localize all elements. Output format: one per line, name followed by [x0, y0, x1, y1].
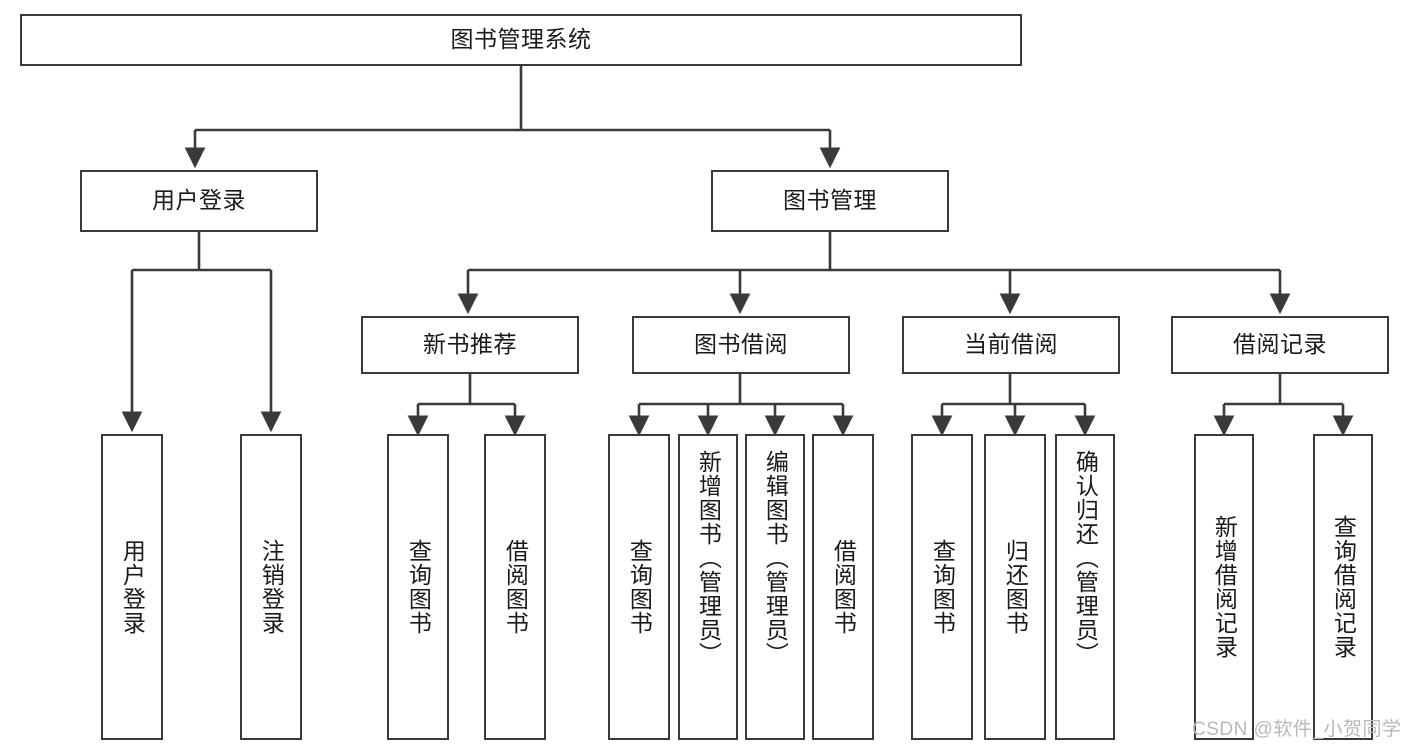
- node-leaf-add-book[interactable]: 新增图书（管理员）: [678, 434, 738, 740]
- node-leaf-add-record[interactable]: 新增借阅记录: [1194, 434, 1254, 740]
- node-leaf-user-login-label: 用户登录: [119, 539, 146, 635]
- node-leaf-query-book-cur-label: 查询图书: [929, 539, 956, 635]
- node-leaf-borrow-book[interactable]: 借阅图书: [812, 434, 874, 740]
- node-borrow-record-label: 借阅记录: [1233, 331, 1327, 358]
- node-leaf-query-book-rec[interactable]: 查询图书: [387, 434, 449, 740]
- node-leaf-user-logout-label: 注销登录: [258, 539, 285, 635]
- watermark-text: CSDN @软件_小贺同学: [1192, 719, 1402, 740]
- node-leaf-confirm-return-label: 确认归还（管理员）: [1072, 450, 1099, 666]
- node-current-borrow[interactable]: 当前借阅: [902, 316, 1120, 374]
- node-leaf-return-book-label: 归还图书: [1002, 539, 1029, 635]
- node-current-borrow-label: 当前借阅: [964, 331, 1058, 358]
- node-leaf-return-book[interactable]: 归还图书: [984, 434, 1046, 740]
- node-leaf-query-book-borrow-label: 查询图书: [626, 539, 653, 635]
- node-leaf-borrow-book-label: 借阅图书: [830, 539, 857, 635]
- node-book-manage[interactable]: 图书管理: [711, 170, 949, 232]
- node-leaf-borrow-book-rec-label: 借阅图书: [502, 539, 529, 635]
- node-leaf-edit-book-label: 编辑图书（管理员）: [762, 450, 789, 666]
- node-leaf-add-record-label: 新增借阅记录: [1211, 515, 1238, 659]
- node-leaf-user-logout[interactable]: 注销登录: [240, 434, 302, 740]
- node-leaf-query-book-rec-label: 查询图书: [405, 539, 432, 635]
- node-leaf-add-book-label: 新增图书（管理员）: [695, 450, 722, 666]
- node-new-book-rec-label: 新书推荐: [423, 331, 517, 358]
- node-book-borrow[interactable]: 图书借阅: [632, 316, 850, 374]
- node-leaf-query-record-label: 查询借阅记录: [1330, 515, 1357, 659]
- node-root-label: 图书管理系统: [450, 26, 592, 53]
- node-user-login-label: 用户登录: [152, 187, 246, 214]
- node-book-manage-label: 图书管理: [783, 187, 877, 214]
- node-leaf-confirm-return[interactable]: 确认归还（管理员）: [1055, 434, 1115, 740]
- node-leaf-query-book-cur[interactable]: 查询图书: [911, 434, 973, 740]
- node-leaf-query-book-borrow[interactable]: 查询图书: [608, 434, 670, 740]
- node-leaf-user-login[interactable]: 用户登录: [101, 434, 163, 740]
- node-borrow-record[interactable]: 借阅记录: [1171, 316, 1389, 374]
- node-user-login[interactable]: 用户登录: [80, 170, 318, 232]
- node-leaf-query-record[interactable]: 查询借阅记录: [1313, 434, 1373, 740]
- node-new-book-rec[interactable]: 新书推荐: [361, 316, 579, 374]
- node-book-borrow-label: 图书借阅: [694, 331, 788, 358]
- node-leaf-edit-book[interactable]: 编辑图书（管理员）: [745, 434, 805, 740]
- node-root[interactable]: 图书管理系统: [20, 14, 1022, 66]
- node-leaf-borrow-book-rec[interactable]: 借阅图书: [484, 434, 546, 740]
